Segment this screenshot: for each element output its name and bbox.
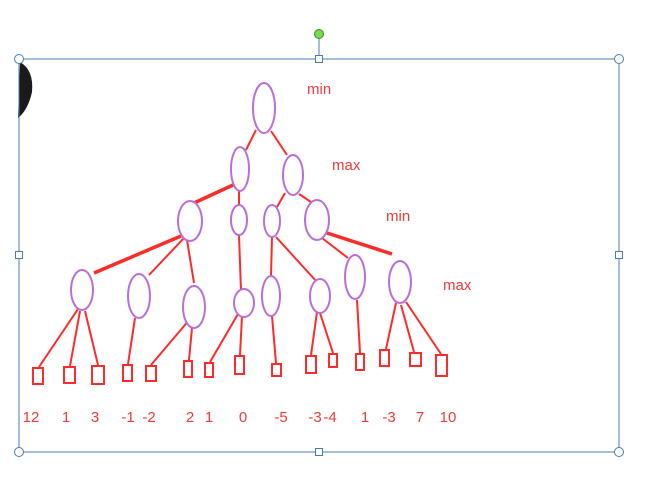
min-node[interactable] bbox=[230, 204, 248, 236]
resize-handle-top-right[interactable] bbox=[614, 54, 624, 64]
selection-frame[interactable] bbox=[18, 58, 620, 453]
edge bbox=[93, 234, 182, 275]
max-node[interactable] bbox=[309, 278, 331, 314]
leaf-node[interactable] bbox=[145, 365, 157, 382]
max-node[interactable] bbox=[233, 288, 255, 318]
leaf-node[interactable] bbox=[32, 367, 44, 385]
leaf-node[interactable] bbox=[91, 365, 105, 385]
edge bbox=[321, 237, 349, 259]
min-node[interactable] bbox=[177, 200, 203, 242]
edge bbox=[319, 312, 334, 354]
max-node[interactable] bbox=[70, 269, 94, 311]
root-node[interactable] bbox=[252, 82, 276, 134]
max-node[interactable] bbox=[388, 260, 412, 304]
resize-handle-right[interactable] bbox=[615, 251, 623, 259]
edge bbox=[84, 310, 99, 366]
edge bbox=[405, 301, 442, 355]
edge bbox=[69, 310, 81, 367]
leaf-value: 3 bbox=[91, 409, 99, 426]
edge bbox=[385, 302, 397, 350]
leaf-node[interactable] bbox=[328, 353, 338, 368]
max-node[interactable] bbox=[344, 254, 366, 300]
leaf-values: 12 1 3 -1 -2 2 1 0 -5 -3 -4 1 -3 7 10 bbox=[23, 409, 457, 426]
resize-handles[interactable] bbox=[14, 54, 624, 457]
edge bbox=[186, 239, 195, 284]
min-node[interactable] bbox=[304, 199, 330, 241]
leaf-node[interactable] bbox=[234, 355, 245, 375]
leaf-value: -3 bbox=[382, 409, 395, 426]
level-label: max bbox=[443, 277, 472, 294]
leaf-node[interactable] bbox=[271, 363, 282, 377]
edge bbox=[239, 315, 243, 356]
leaf-node[interactable] bbox=[63, 366, 76, 384]
resize-handle-bottom-left[interactable] bbox=[14, 447, 24, 457]
leaf-value: -2 bbox=[142, 409, 155, 426]
clipped-dark-icon bbox=[18, 62, 33, 118]
edge bbox=[326, 231, 393, 256]
max-node[interactable] bbox=[230, 146, 250, 192]
leaf-value: -5 bbox=[274, 409, 287, 426]
leaf-value: 2 bbox=[186, 409, 194, 426]
max-node[interactable] bbox=[282, 154, 304, 196]
edge bbox=[270, 130, 288, 156]
level-labels: min max min max bbox=[307, 81, 472, 294]
edge bbox=[275, 236, 318, 283]
edge bbox=[271, 315, 277, 364]
leaf-value: 10 bbox=[440, 409, 457, 426]
edge bbox=[193, 183, 234, 205]
leaf-value: 7 bbox=[416, 409, 424, 426]
min-node[interactable] bbox=[263, 204, 281, 238]
leaf-value: 1 bbox=[62, 409, 70, 426]
edge bbox=[310, 311, 318, 356]
edge bbox=[148, 237, 185, 276]
leaf-node[interactable] bbox=[122, 364, 133, 382]
level-label: min bbox=[307, 81, 331, 98]
edge bbox=[150, 318, 191, 366]
edge bbox=[188, 327, 193, 361]
edge bbox=[38, 308, 79, 368]
resize-handle-bottom[interactable] bbox=[315, 448, 323, 456]
leaf-value: -1 bbox=[121, 409, 134, 426]
tree-edges bbox=[38, 129, 442, 368]
resize-handle-bottom-right[interactable] bbox=[614, 447, 624, 457]
leaf-node[interactable] bbox=[409, 352, 422, 367]
max-node[interactable] bbox=[182, 285, 206, 329]
level-label: min bbox=[386, 208, 410, 225]
tree-nodes bbox=[70, 82, 412, 329]
leaf-nodes bbox=[32, 349, 448, 385]
edge bbox=[270, 236, 273, 277]
edge bbox=[209, 313, 239, 363]
edge bbox=[356, 299, 361, 354]
max-node[interactable] bbox=[127, 273, 151, 319]
leaf-value: -4 bbox=[323, 409, 336, 426]
rotate-handle[interactable] bbox=[314, 29, 324, 39]
level-label: max bbox=[332, 157, 361, 174]
leaf-node[interactable] bbox=[435, 354, 448, 377]
edge bbox=[245, 129, 257, 151]
edge bbox=[400, 304, 415, 353]
leaf-node[interactable] bbox=[305, 355, 317, 374]
leaf-value: -3 bbox=[308, 409, 321, 426]
edge bbox=[298, 193, 312, 203]
leaf-value: 1 bbox=[205, 409, 213, 426]
leaf-node[interactable] bbox=[204, 362, 214, 378]
leaf-node[interactable] bbox=[183, 360, 193, 378]
leaf-value: 0 bbox=[239, 409, 247, 426]
max-node[interactable] bbox=[261, 275, 281, 317]
resize-handle-top-left[interactable] bbox=[14, 54, 24, 64]
leaf-node[interactable] bbox=[379, 349, 390, 367]
leaf-value: 1 bbox=[361, 409, 369, 426]
leaf-value: 12 bbox=[23, 409, 40, 426]
edge bbox=[276, 192, 286, 208]
leaf-node[interactable] bbox=[355, 353, 365, 371]
resize-handle-left[interactable] bbox=[15, 251, 23, 259]
edge bbox=[238, 234, 242, 292]
edge bbox=[127, 317, 136, 365]
resize-handle-top[interactable] bbox=[315, 55, 323, 63]
